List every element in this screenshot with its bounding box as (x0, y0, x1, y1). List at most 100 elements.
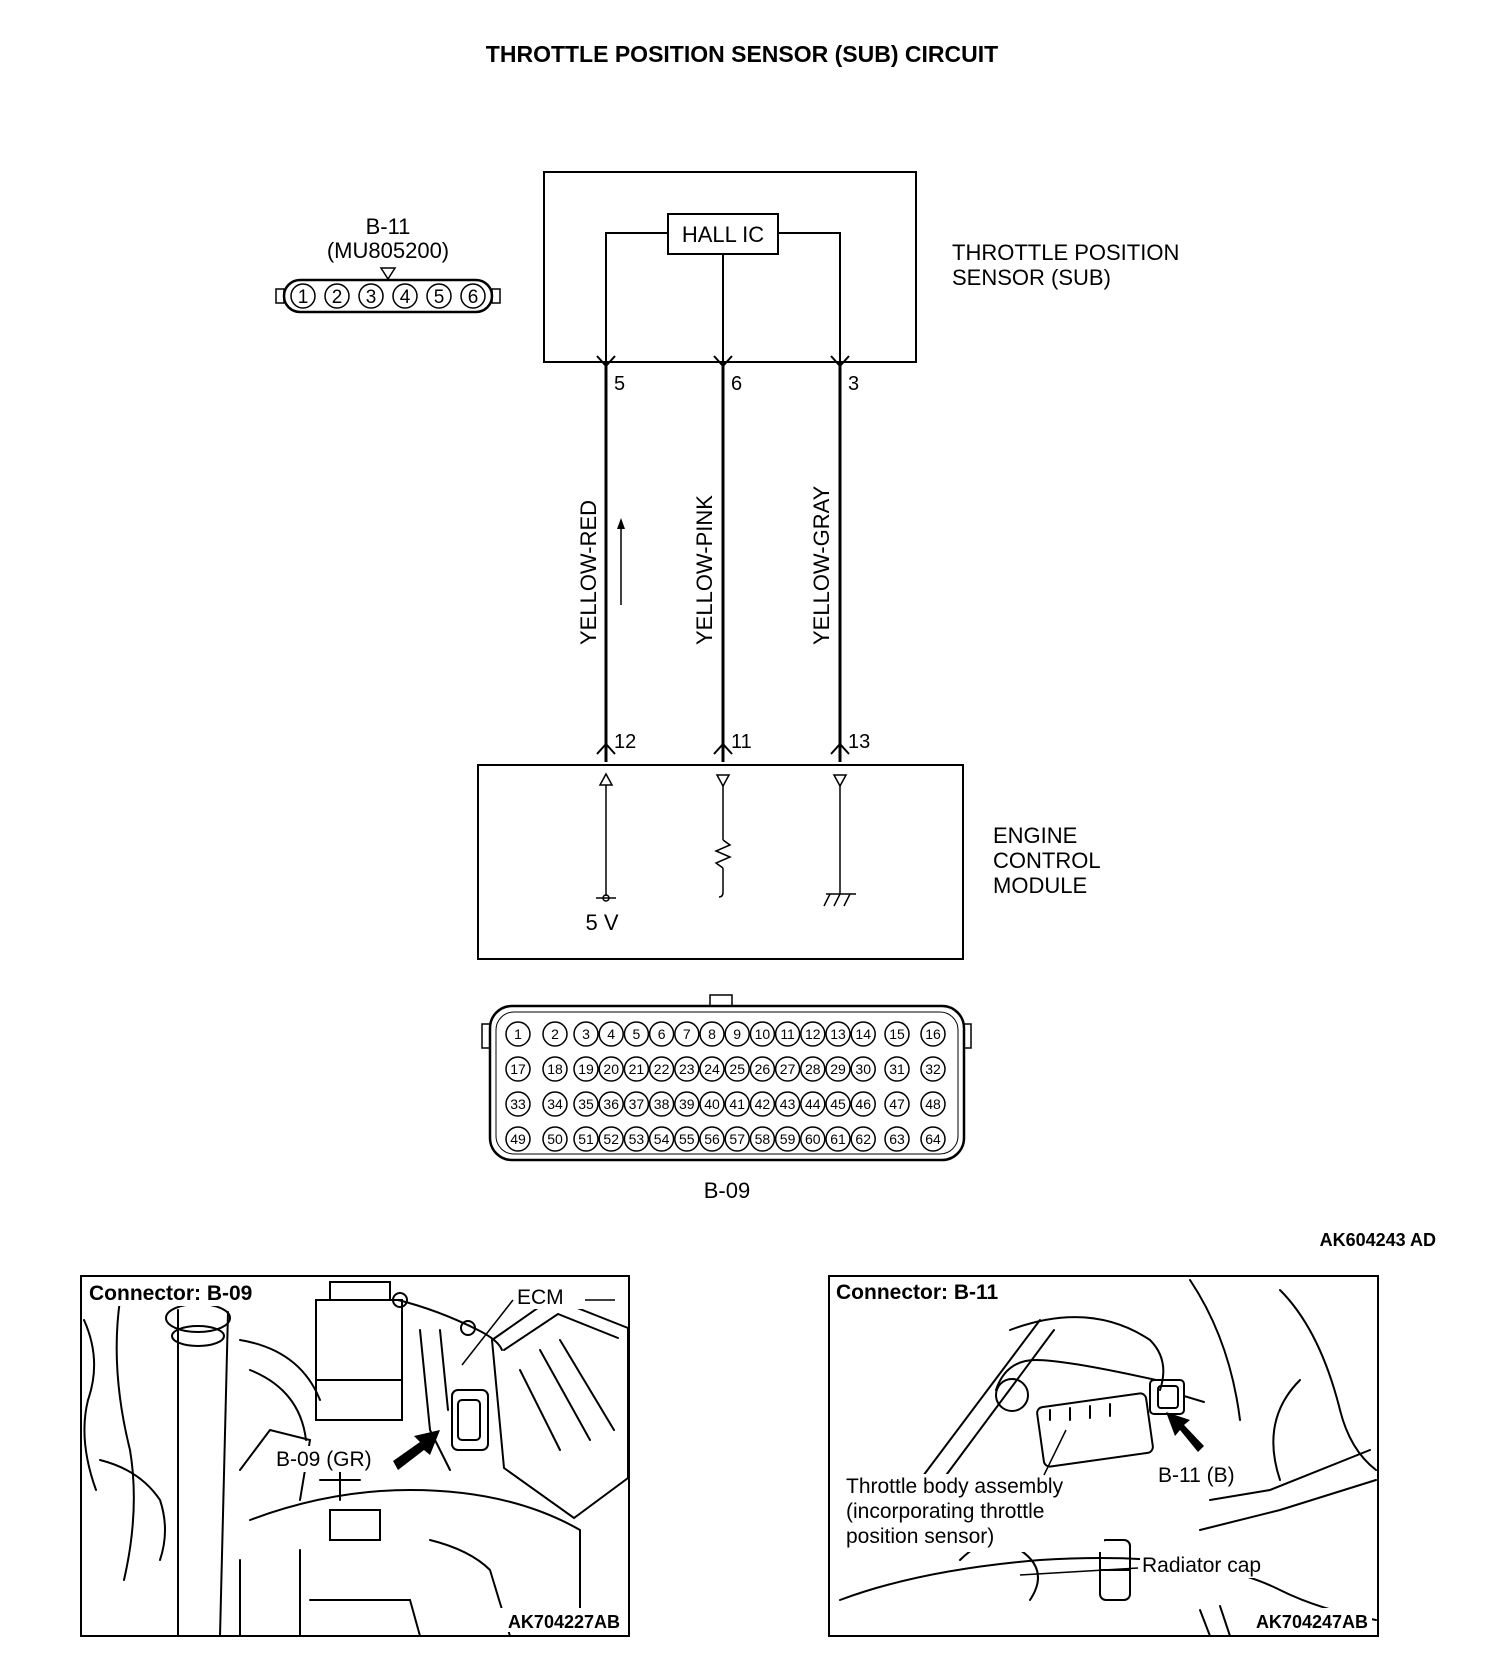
pin-number: 58 (755, 1131, 771, 1147)
pin-circle (800, 1056, 826, 1082)
pin-circle (920, 1091, 946, 1117)
ground-hatch (843, 893, 851, 907)
pin-number: 2 (332, 287, 343, 308)
connector-pin: 36 (598, 1091, 624, 1117)
pin-circle (825, 1021, 851, 1047)
pin-circle (573, 1056, 599, 1082)
ground-hatch (823, 893, 831, 907)
connector-pin: 14 (850, 1021, 876, 1047)
pin-circle (749, 1091, 776, 1117)
pin-circle (623, 1126, 650, 1152)
connector-pin: 41 (724, 1091, 750, 1117)
pin-circle (648, 1021, 675, 1047)
pin-number: 60 (805, 1131, 821, 1147)
pin-number: 28 (805, 1061, 821, 1077)
pin-number: 59 (780, 1131, 796, 1147)
ecm-pin-13: 13 (848, 731, 870, 753)
pin-circle (800, 1021, 826, 1047)
pin-circle (774, 1091, 801, 1117)
pin-number: 30 (855, 1061, 871, 1077)
pin-circle (573, 1126, 599, 1152)
pin-number: 54 (654, 1131, 670, 1147)
label-bg (513, 1283, 585, 1309)
ecm-pin-11: 11 (731, 731, 752, 753)
connector-pin: 35 (573, 1091, 599, 1117)
connector-pin: 40 (699, 1091, 725, 1117)
pin-number: 48 (925, 1096, 941, 1112)
pin-number: 15 (889, 1026, 905, 1042)
pin-circle (800, 1091, 826, 1117)
pin-circle (724, 1091, 750, 1117)
connector-pin: 30 (850, 1056, 876, 1082)
connector-pin: 12 (800, 1021, 826, 1047)
connector-pin: 47 (884, 1091, 910, 1117)
pin-number: 32 (925, 1061, 941, 1077)
code-bg (490, 1608, 624, 1632)
connector-pin: 62 (850, 1126, 876, 1152)
pin-circle (460, 283, 486, 309)
connector-pin: 4 (392, 283, 418, 309)
pin-number: 13 (830, 1026, 846, 1042)
pin-circle (648, 1056, 675, 1082)
connector-pin: 44 (800, 1091, 826, 1117)
resistor-icon (714, 839, 732, 869)
internal-lead-3 (778, 232, 841, 362)
pin-circle (542, 1126, 568, 1152)
pin-number: 21 (629, 1061, 645, 1077)
pin-number: 8 (708, 1026, 716, 1042)
ecm-callout: ECM (517, 1286, 564, 1309)
ecm-connector-id: B-09 (704, 1178, 750, 1203)
pin-number: 22 (654, 1061, 670, 1077)
ecm-leader-line (461, 1299, 514, 1366)
photo-frame (828, 1275, 1379, 1637)
pin-number: 16 (925, 1026, 941, 1042)
connector-pin: 53 (623, 1126, 650, 1152)
connector-pin: 11 (774, 1021, 801, 1047)
pin-number: 14 (855, 1026, 871, 1042)
radiator-leader-line (1019, 1567, 1139, 1576)
connector-pin: 52 (598, 1126, 624, 1152)
pin-number: 3 (582, 1026, 590, 1042)
engine-control-module-box: 5 V (477, 764, 964, 960)
pin-circle (699, 1021, 725, 1047)
pin-number: 56 (704, 1131, 720, 1147)
pin-number: 55 (679, 1131, 695, 1147)
pin-circle (392, 283, 418, 309)
pin-circle (920, 1126, 946, 1152)
connector-pin: 60 (800, 1126, 826, 1152)
triangle-down-icon (715, 774, 731, 788)
sensor-pin-6: 6 (731, 373, 742, 395)
pin-number: 45 (830, 1096, 846, 1112)
pin-circle (724, 1056, 750, 1082)
arrow-up-left-icon (1166, 1412, 1204, 1452)
diagram-title: THROTTLE POSITION SENSOR (SUB) CIRCUIT (486, 41, 998, 67)
pin-circle (724, 1021, 750, 1047)
sensor-name-line1: THROTTLE POSITION (952, 240, 1179, 265)
connector-pin: 56 (699, 1126, 725, 1152)
pin-number: 31 (889, 1061, 905, 1077)
terminal-mark-5 (596, 355, 616, 368)
pin-number: 49 (510, 1131, 526, 1147)
pin-circle (358, 283, 384, 309)
pin-number: 3 (366, 287, 377, 308)
connector-pin: 39 (674, 1091, 700, 1117)
pin-circle (505, 1056, 531, 1082)
caption-bg (832, 1280, 1037, 1306)
connector-pin: 27 (774, 1056, 801, 1082)
pin-number: 10 (755, 1026, 771, 1042)
connector-callout-b09: B-09 (GR) (276, 1448, 372, 1471)
caption-bg (84, 1280, 294, 1306)
pin-circle (505, 1091, 531, 1117)
pin-circle (850, 1091, 876, 1117)
pin-number: 19 (578, 1061, 594, 1077)
pin-circle (699, 1056, 725, 1082)
arrow-up-icon (617, 518, 625, 529)
connector-pin: 8 (699, 1021, 725, 1047)
pin-number: 34 (547, 1096, 563, 1112)
connector-pin: 37 (623, 1091, 650, 1117)
connector-key-icon (379, 267, 397, 281)
label-bg (273, 1446, 391, 1472)
connector-pin: 1 (290, 283, 316, 309)
pin-circle (542, 1091, 568, 1117)
connector-pin: 21 (623, 1056, 650, 1082)
